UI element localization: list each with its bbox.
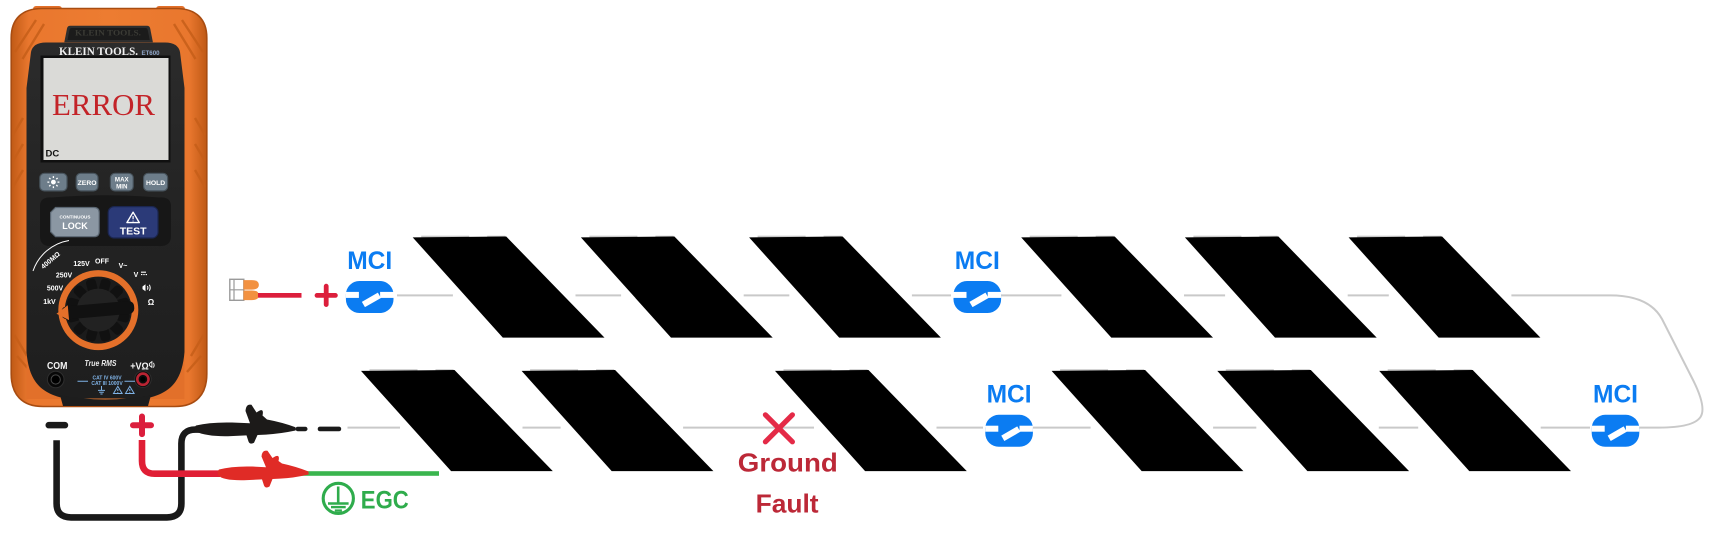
svg-text:TEST: TEST bbox=[120, 225, 147, 237]
svg-text:KLEIN TOOLS.: KLEIN TOOLS. bbox=[75, 28, 141, 38]
svg-text:CAT IV 600V: CAT IV 600V bbox=[92, 376, 122, 382]
svg-text:MAX: MAX bbox=[115, 176, 130, 183]
svg-text:V: V bbox=[134, 272, 139, 279]
svg-text:OFF: OFF bbox=[95, 259, 110, 266]
svg-text:COM: COM bbox=[47, 361, 68, 372]
svg-text:EGC: EGC bbox=[361, 487, 409, 515]
svg-text:ERROR: ERROR bbox=[52, 88, 156, 122]
svg-text:ET600: ET600 bbox=[142, 51, 161, 57]
svg-text:CAT III 1000V: CAT III 1000V bbox=[91, 381, 123, 387]
svg-text:Ground: Ground bbox=[738, 448, 838, 478]
svg-text:250V: 250V bbox=[56, 273, 73, 280]
svg-text:V~: V~ bbox=[119, 263, 128, 270]
svg-text:Ω: Ω bbox=[148, 298, 155, 307]
svg-text:+VΩ: +VΩ bbox=[130, 361, 149, 372]
svg-text:1kV: 1kV bbox=[43, 299, 56, 306]
svg-text:ZERO: ZERO bbox=[78, 180, 97, 187]
svg-text:DC: DC bbox=[46, 149, 60, 160]
svg-text:125V: 125V bbox=[73, 261, 90, 268]
svg-text:500V: 500V bbox=[47, 286, 64, 293]
svg-text:MIN: MIN bbox=[116, 183, 128, 190]
svg-text:True RMS: True RMS bbox=[85, 359, 117, 368]
svg-text:HOLD: HOLD bbox=[146, 180, 165, 187]
svg-text:CONTINUOUS: CONTINUOUS bbox=[60, 214, 91, 219]
svg-text:Fault: Fault bbox=[756, 489, 819, 519]
svg-text:LOCK: LOCK bbox=[62, 221, 88, 231]
svg-text:KLEIN TOOLS.: KLEIN TOOLS. bbox=[59, 46, 138, 58]
